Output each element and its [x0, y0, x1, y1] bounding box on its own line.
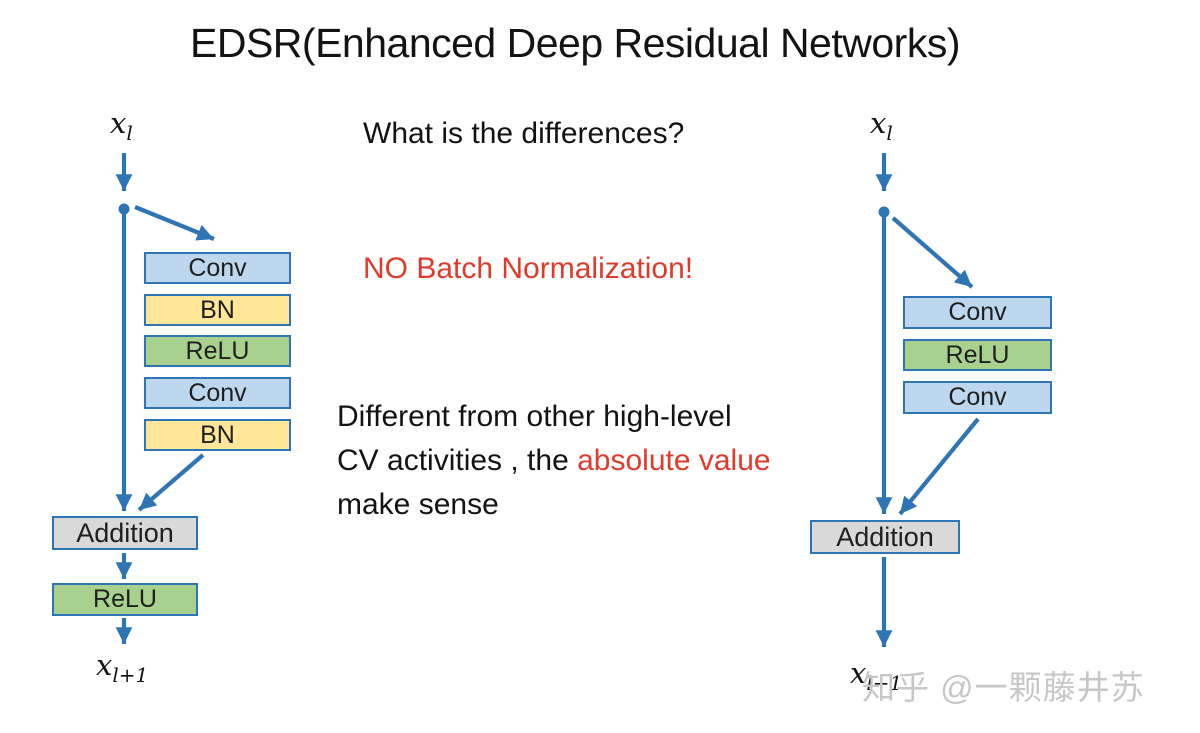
right-output-base: x: [850, 656, 867, 690]
left-block-conv-2: Conv: [144, 377, 291, 409]
right-junction-dot: [878, 206, 890, 218]
right-branch-arrow: [891, 216, 974, 289]
right-input-sub: l: [886, 120, 893, 145]
left-block-bn-2: BN: [144, 419, 291, 451]
paragraph-line-3-text: make sense: [337, 488, 499, 521]
right-block-relu: ReLU: [903, 339, 1052, 371]
left-input-label: xl: [110, 106, 133, 143]
paragraph-line-2: CV activities , the absolute value: [337, 439, 837, 483]
no-batch-normalization-text: NO Batch Normalization!: [363, 252, 694, 285]
right-block-conv-2: Conv: [903, 381, 1052, 414]
right-block-conv-1: Conv: [903, 296, 1052, 329]
left-output-sub: l+1: [112, 662, 149, 687]
left-merge-arrow: [137, 453, 205, 512]
left-output-label: xl+1: [96, 648, 148, 685]
right-addition-box: Addition: [810, 520, 960, 554]
left-block-conv-1: Conv: [144, 252, 291, 284]
left-junction-dot: [118, 203, 130, 215]
paragraph-line-2-black: CV activities , the: [337, 444, 578, 477]
right-input-label: xl: [870, 106, 893, 143]
left-output-base: x: [96, 648, 113, 682]
paragraph-line-1: Different from other high-level: [337, 395, 837, 439]
paragraph-line-2-red: absolute value: [577, 444, 771, 477]
left-input-base: x: [110, 106, 127, 140]
left-input-sub: l: [126, 120, 133, 145]
paragraph-line-1-text: Different from other high-level: [337, 400, 732, 433]
paragraph-line-3: make sense: [337, 483, 837, 527]
left-block-bn-1: BN: [144, 294, 291, 326]
left-block-relu: ReLU: [144, 335, 291, 367]
zhihu-watermark: 知乎 @一颗藤井苏: [862, 669, 1145, 706]
right-output-label: xl+1: [850, 656, 902, 693]
right-input-base: x: [870, 106, 887, 140]
left-addition-box: Addition: [52, 516, 198, 550]
right-output-sub: l+1: [866, 670, 903, 695]
difference-paragraph: Different from other high-level CV activ…: [337, 395, 837, 527]
slide-title: EDSR(Enhanced Deep Residual Networks): [190, 20, 960, 66]
left-final-relu-box: ReLU: [52, 583, 198, 616]
right-merge-arrow: [898, 417, 980, 516]
left-branch-arrow: [134, 205, 215, 241]
question-text: What is the differences?: [363, 117, 685, 150]
